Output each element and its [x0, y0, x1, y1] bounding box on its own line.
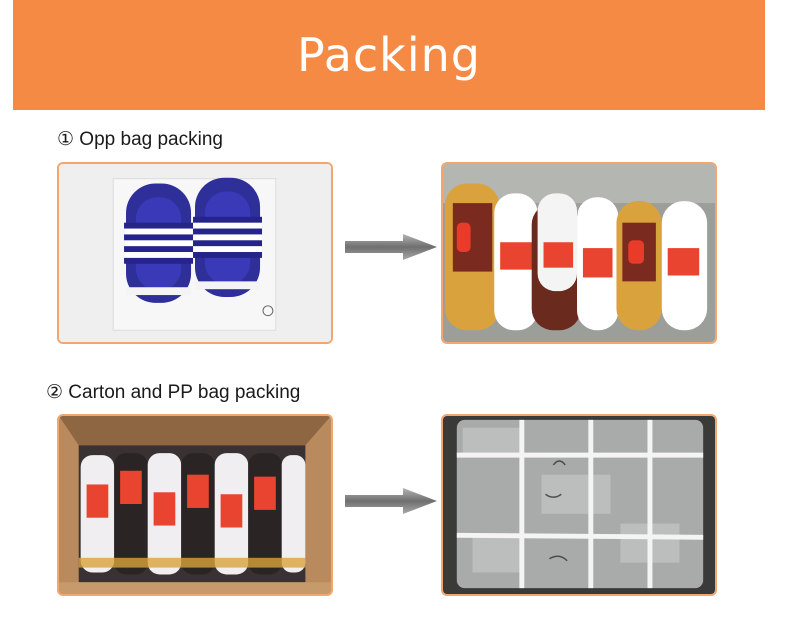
- carton-packing-photo: [57, 414, 333, 596]
- section-label-carton-pp-bag: ② Carton and PP bag packing: [46, 382, 301, 403]
- multiple-pairs-opp-bag-photo: [441, 162, 717, 344]
- section-label-opp-bag: ① Opp bag packing: [57, 129, 223, 150]
- single-pair-opp-bag-photo: [57, 162, 333, 344]
- arrow-right-icon: [345, 488, 437, 514]
- page-title: Packing: [297, 28, 481, 82]
- pp-bag-bale-photo: [441, 414, 717, 596]
- arrow-right-icon: [345, 234, 437, 260]
- header-banner: Packing: [13, 0, 765, 110]
